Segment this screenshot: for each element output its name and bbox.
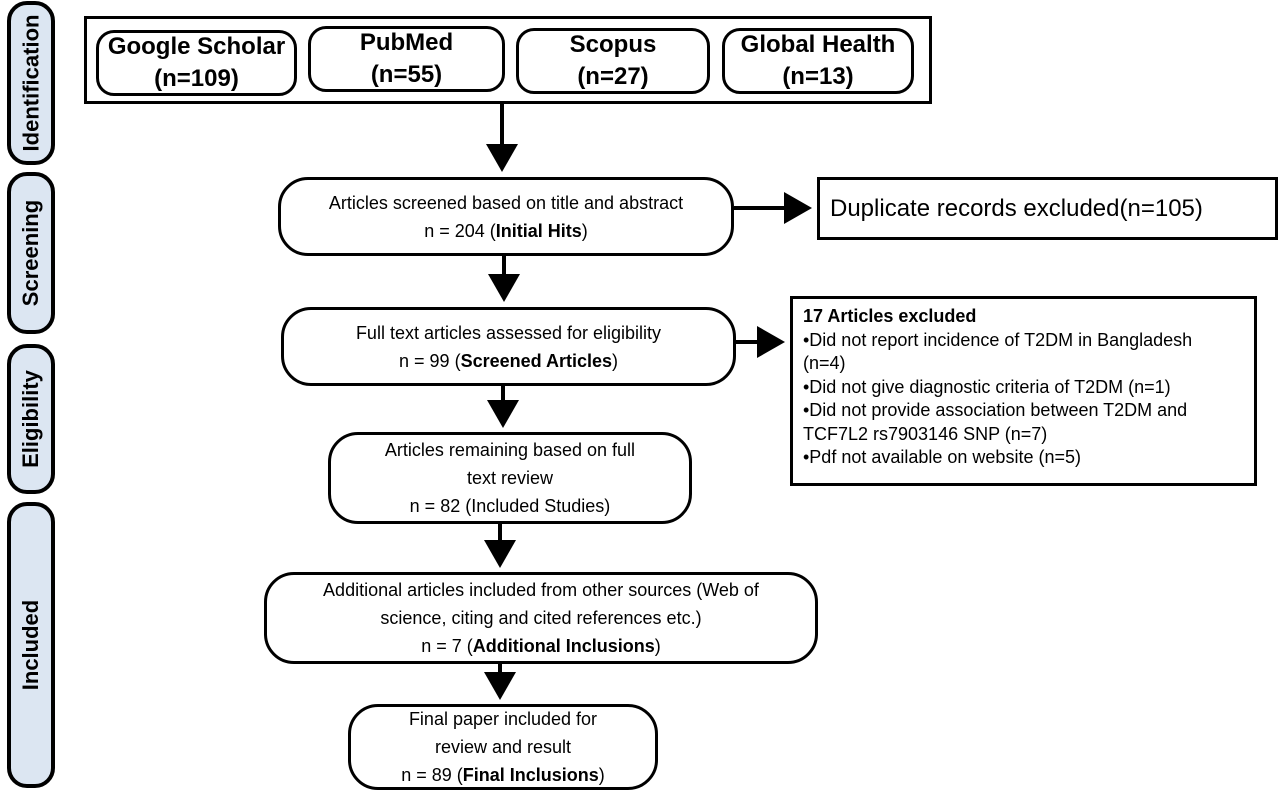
source-count: (n=55) [370,61,443,88]
stage-eligibility: Eligibility [7,344,55,494]
remaining-line1: Articles remaining based on full [384,440,636,460]
source-name: Scopus [569,31,657,58]
source-scopus: Scopus (n=27) [516,28,710,94]
excluded-item: •Pdf not available on website (n=5) [803,447,1081,467]
source-name: PubMed [359,29,454,56]
excluded-item: •Did not report incidence of T2DM in Ban… [803,329,1193,350]
eligibility-line1: Full text articles assessed for eligibil… [355,322,662,343]
excluded-item: •Did not provide association between T2D… [803,400,1188,420]
remaining-line3: n = 82 (Included Studies) [409,496,611,516]
additional-box: Additional articles included from other … [264,572,818,664]
final-line2: review and result [434,737,572,757]
excluded-item: TCF7L2 rs7903146 SNP (n=7) [803,423,1048,444]
screened-box: Articles screened based on title and abs… [278,177,734,256]
source-google-scholar: Google Scholar (n=109) [96,30,297,96]
source-count: (n=13) [782,63,854,90]
excluded-item: •Did not give diagnostic criteria of T2D… [803,376,1171,397]
source-count: (n=109) [154,65,239,92]
screened-count: n = 204 (Initial Hits) [424,220,588,241]
source-name: Global Health [740,31,896,58]
duplicates-label: Duplicate records excluded(n=105) [830,194,1203,222]
final-bold: Final Inclusions [462,765,599,785]
additional-line1: Additional articles included from other … [323,580,759,600]
eligibility-box: Full text articles assessed for eligibil… [281,307,736,386]
additional-line2: science, citing and cited references etc… [380,608,702,628]
additional-count: n = 7 (Additional Inclusions) [421,636,661,656]
screened-line1: Articles screened based on title and abs… [328,192,684,213]
source-name: Google Scholar [107,33,286,60]
final-count: n = 89 (Final Inclusions) [401,765,605,785]
remaining-box: Articles remaining based on full text re… [328,432,692,524]
excluded-item: (n=4) [803,353,846,373]
source-global-health: Global Health (n=13) [722,28,914,94]
duplicates-box: Duplicate records excluded(n=105) [817,177,1278,240]
excluded-box: 17 Articles excluded •Did not report inc… [790,296,1257,486]
final-line1: Final paper included for [408,709,598,729]
eligibility-count: n = 99 (Screened Articles) [399,350,618,371]
screened-bold: Initial Hits [495,220,582,241]
eligibility-bold: Screened Articles [460,350,612,371]
stage-included: Included [7,502,55,788]
additional-bold: Additional Inclusions [472,636,655,656]
excluded-title: 17 Articles excluded [803,306,977,326]
remaining-line2: text review [466,468,554,488]
stage-identification: Identification [7,1,55,165]
source-count: (n=27) [577,63,649,90]
final-box: Final paper included for review and resu… [348,704,658,790]
source-pubmed: PubMed (n=55) [308,26,505,92]
stage-screening: Screening [7,172,55,334]
